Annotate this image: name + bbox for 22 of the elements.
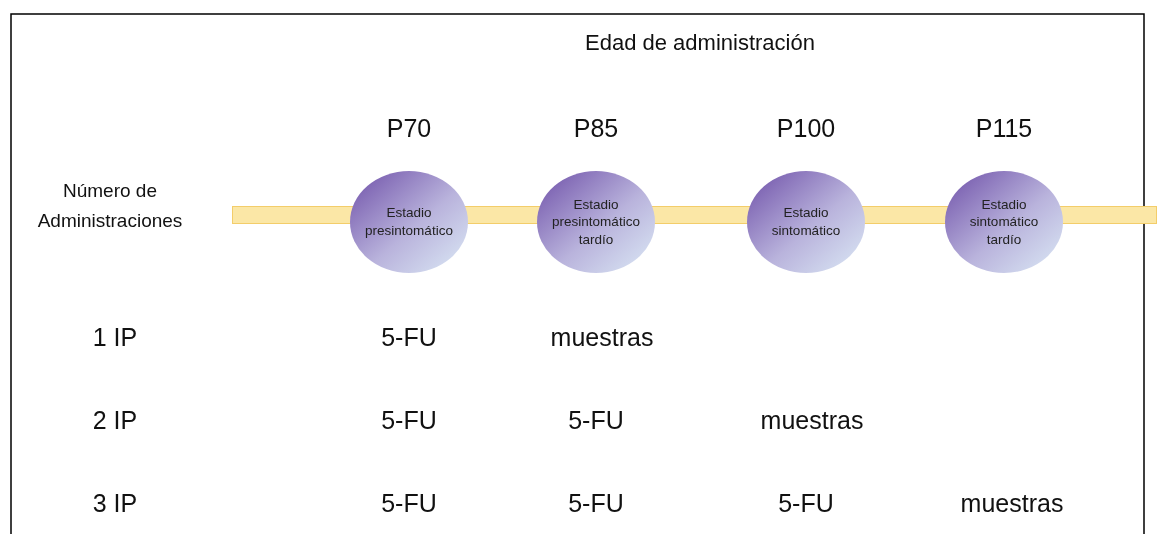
row-label: 2 IP <box>92 405 138 435</box>
stage-label: Estadio sintomático <box>770 204 842 240</box>
heading: Edad de administración <box>585 30 815 56</box>
row-label: 1 IP <box>92 322 138 352</box>
stage-label: Estadio presintomático tardío <box>551 195 641 249</box>
cell-text: 5-FU <box>381 405 437 435</box>
age-label: P115 <box>974 114 1034 143</box>
age-label: P70 <box>385 114 433 143</box>
cell-text: muestras <box>760 405 864 435</box>
stage-label: Estadio presintomático <box>364 204 454 240</box>
cell-text: 5-FU <box>381 322 437 352</box>
cell-text: 5-FU <box>778 488 834 518</box>
age-label: P85 <box>572 114 620 143</box>
stage-label: Estadio sintomático tardío <box>968 195 1040 249</box>
cell-text: 5-FU <box>568 488 624 518</box>
cell-text: muestras <box>960 488 1064 518</box>
cell-text: 5-FU <box>381 488 437 518</box>
cell-text: 5-FU <box>568 405 624 435</box>
row-label: 3 IP <box>92 488 138 518</box>
age-label: P100 <box>775 114 837 143</box>
cell-text: muestras <box>550 322 654 352</box>
row-header: Número de Administraciones <box>36 178 184 233</box>
